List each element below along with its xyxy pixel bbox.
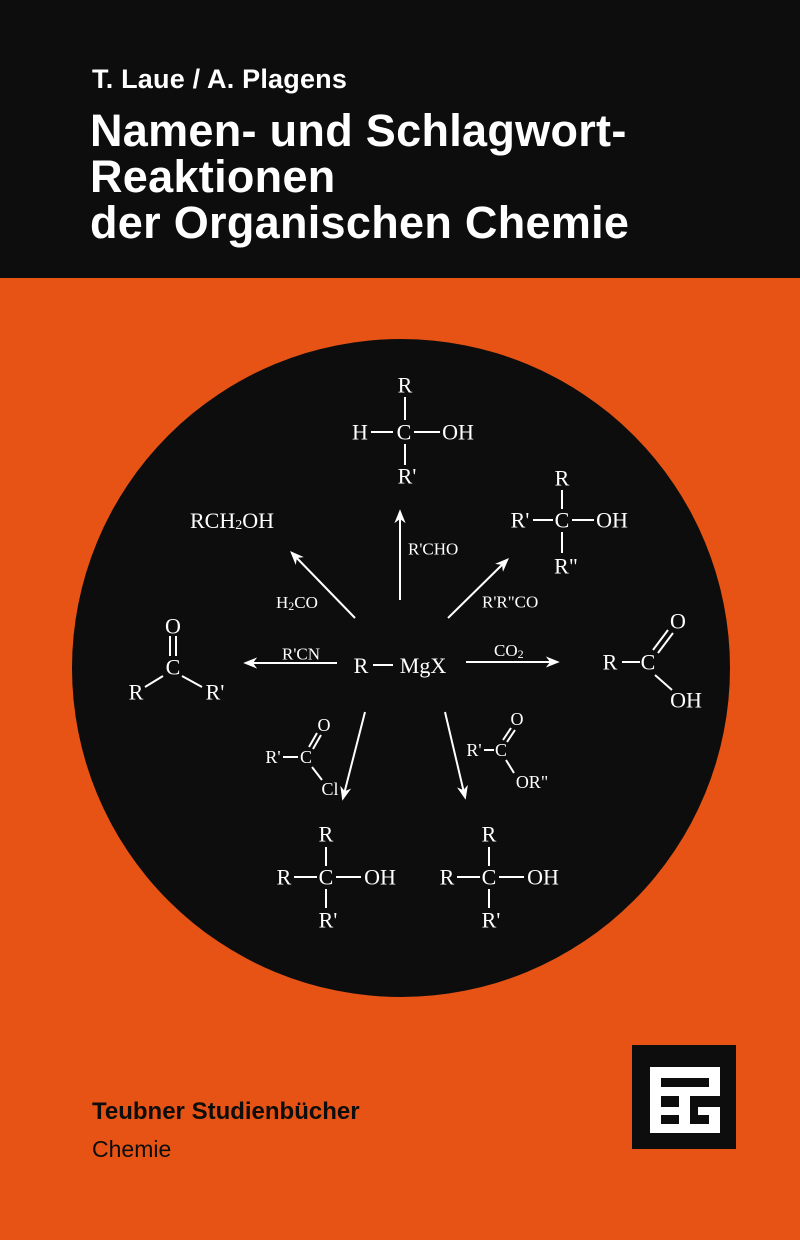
atom: OH — [527, 865, 559, 890]
authors: T. Laue / A. Plagens — [92, 64, 348, 94]
atom: R — [319, 822, 334, 847]
atom: R' — [482, 908, 501, 933]
atom: C — [482, 865, 497, 890]
arrow-down-left — [340, 711, 366, 801]
atom: R — [440, 865, 455, 890]
product-alcohol-right: R R C OH R' — [440, 822, 559, 933]
arrow-up-right — [447, 558, 509, 619]
title-band — [0, 0, 800, 278]
product-primary-alcohol: RCH2OH — [190, 508, 274, 533]
atom: R — [482, 822, 497, 847]
atom: C — [555, 508, 570, 533]
atom: H — [352, 420, 368, 445]
reagent-acid-chloride: R' C O Cl — [265, 715, 338, 799]
atom: O — [511, 709, 524, 729]
publisher-logo-icon — [650, 1067, 720, 1133]
reagent-label-rcn: R'CN — [282, 645, 320, 664]
teubner-logo — [632, 1045, 736, 1149]
atom: R — [129, 680, 144, 705]
reagent-label-co2: CO2 — [494, 641, 524, 662]
atom: R" — [554, 554, 578, 579]
atom: O — [670, 609, 686, 634]
series-name: Teubner Studienbücher — [92, 1098, 360, 1125]
product-carboxylic-acid: R C O OH — [603, 609, 702, 713]
atom: O — [318, 715, 331, 735]
atom: R — [277, 865, 292, 890]
atom: C — [166, 655, 181, 680]
reagent-label-rcho: R'CHO — [408, 540, 458, 559]
atom: R' — [511, 508, 530, 533]
book-title: Namen- und Schlagwort- Reaktionen der Or… — [90, 108, 629, 246]
arrow-down-right — [444, 711, 468, 800]
atom: OH — [364, 865, 396, 890]
black-circle — [72, 339, 730, 997]
atom: R' — [466, 740, 481, 760]
reagent-label-rrco: R'R"CO — [482, 593, 538, 612]
product-tertiary-alcohol: R R' C OH R" — [511, 466, 628, 579]
series-subject: Chemie — [92, 1136, 172, 1162]
reagent-label-h2co: H2CO — [276, 593, 318, 614]
title-line-1: Namen- und Schlagwort- — [90, 105, 627, 156]
product-alcohol-left: R R C OH R' — [277, 822, 396, 933]
title-line-3: der Organischen Chemie — [90, 197, 630, 248]
atom: OR" — [516, 772, 548, 792]
atom: R — [555, 466, 570, 491]
atom: OH — [442, 420, 474, 445]
product-secondary-alcohol: R H C OH R' — [352, 373, 474, 489]
atom: O — [165, 614, 181, 639]
atom: C — [300, 747, 312, 767]
atom: C — [397, 420, 412, 445]
atom: R' — [265, 747, 280, 767]
reagent-ester: R' C O OR" — [466, 709, 548, 792]
atom: C — [495, 740, 507, 760]
atom: C — [641, 650, 656, 675]
arrow-up-left — [290, 550, 356, 619]
atom: R — [603, 650, 618, 675]
atom: R' — [398, 464, 417, 489]
atom: OH — [596, 508, 628, 533]
atom: C — [319, 865, 334, 890]
atom: Cl — [321, 779, 338, 799]
product-ketone: O C R R' — [129, 614, 225, 705]
title-line-2: Reaktionen — [90, 151, 336, 202]
atom: R' — [206, 680, 225, 705]
atom: R' — [319, 908, 338, 933]
atom: OH — [670, 688, 702, 713]
atom: R — [398, 373, 413, 398]
